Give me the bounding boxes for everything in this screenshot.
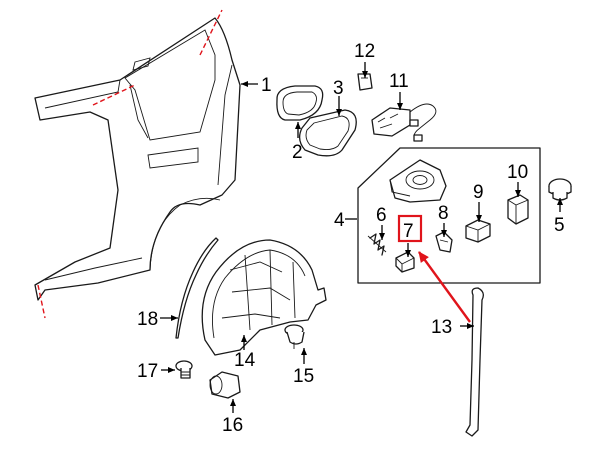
fuel-door-part (276, 85, 324, 121)
callout-14: 14 (234, 350, 256, 371)
bolt-part (175, 360, 193, 379)
drain-tube-part (465, 287, 484, 437)
callout-11: 11 (389, 71, 409, 92)
bumper-9-part (465, 219, 491, 243)
callout-15: 15 (293, 366, 314, 387)
callout-1: 1 (261, 75, 272, 96)
bumper-10-part (507, 194, 529, 225)
callout-18: 18 (137, 309, 158, 330)
callout-3: 3 (333, 78, 344, 99)
callout-12: 12 (354, 41, 375, 62)
callout-17: 17 (137, 361, 158, 382)
grommet-part (209, 371, 241, 399)
callout-4: 4 (334, 210, 345, 231)
leader-lines (160, 62, 563, 413)
callout-16: 16 (222, 415, 243, 436)
wheelhouse-liner-part (201, 239, 327, 356)
spring-part (367, 233, 387, 256)
callout-5: 5 (554, 215, 565, 236)
quarter-panel-part (34, 9, 241, 319)
seal-strip-part (175, 237, 219, 339)
plug-part (548, 178, 572, 201)
callout-9: 9 (473, 182, 484, 203)
fuel-door-seal-part (298, 109, 357, 157)
callout-2: 2 (292, 142, 303, 163)
fuel-door-actuator-part (371, 103, 437, 142)
fuel-housing-group (357, 147, 541, 284)
push-pin-part (284, 324, 305, 349)
highlight-arrow (418, 251, 471, 323)
callout-7: 7 (403, 221, 414, 242)
callout-13: 13 (431, 317, 452, 338)
callout-10: 10 (507, 162, 528, 183)
lock-pin-part (395, 251, 415, 273)
highlight-box-7 (397, 214, 423, 243)
callout-labels: 1 2 3 4 5 6 7 8 9 10 11 12 13 14 15 16 1… (137, 41, 565, 436)
callout-8: 8 (438, 203, 449, 224)
callout-6: 6 (376, 205, 387, 226)
